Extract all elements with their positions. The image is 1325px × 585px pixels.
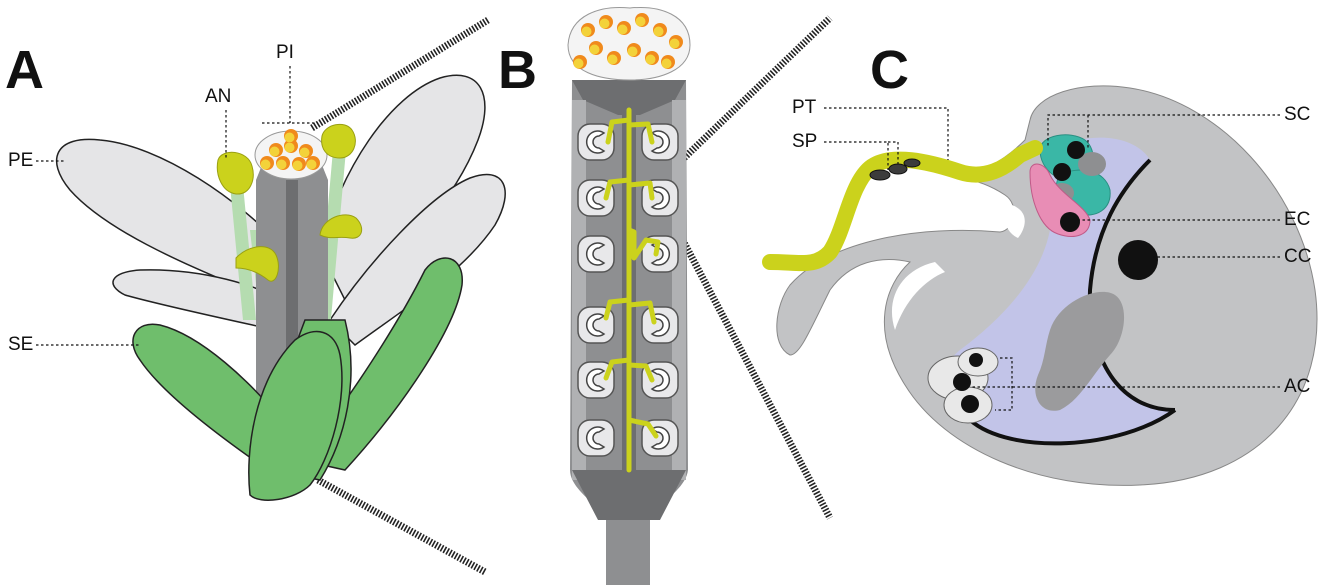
label-pi: PI: [276, 42, 294, 63]
label-pt: PT: [792, 97, 817, 118]
antipodal-nucleus-2: [961, 395, 979, 413]
label-an: AN: [205, 86, 231, 107]
label-cc: CC: [1284, 246, 1311, 267]
leader-pi: [262, 66, 318, 123]
panel-letter-b: B: [498, 40, 537, 100]
antipodal-nucleus-3: [969, 353, 983, 367]
label-ac: AC: [1284, 376, 1310, 397]
stigma-pollen-b: [568, 7, 690, 80]
panel-letter-a: A: [5, 40, 44, 100]
label-ec: EC: [1284, 209, 1310, 230]
pistil-b-base: [572, 470, 686, 520]
central-cell-nucleus: [1118, 240, 1158, 280]
label-sc: SC: [1284, 104, 1310, 125]
leader-pt: [824, 108, 948, 160]
label-se: SE: [8, 334, 33, 355]
panel-a: A: [5, 20, 505, 572]
label-sp: SP: [792, 131, 817, 152]
zoom-line-a-bottom: [318, 480, 485, 572]
label-pe: PE: [8, 150, 33, 171]
anther-3: [322, 124, 356, 158]
synergid-nucleus-1: [1067, 141, 1085, 159]
synergid-nucleus-2: [1053, 163, 1071, 181]
egg-nucleus: [1060, 212, 1080, 232]
stigma-pollen-a: [255, 129, 327, 179]
anther-1: [217, 152, 253, 194]
antipodal-nucleus-1: [953, 373, 971, 391]
panel-b: B: [498, 7, 830, 585]
panel-letter-c: C: [870, 40, 909, 100]
panel-c: C PT: [770, 40, 1317, 485]
